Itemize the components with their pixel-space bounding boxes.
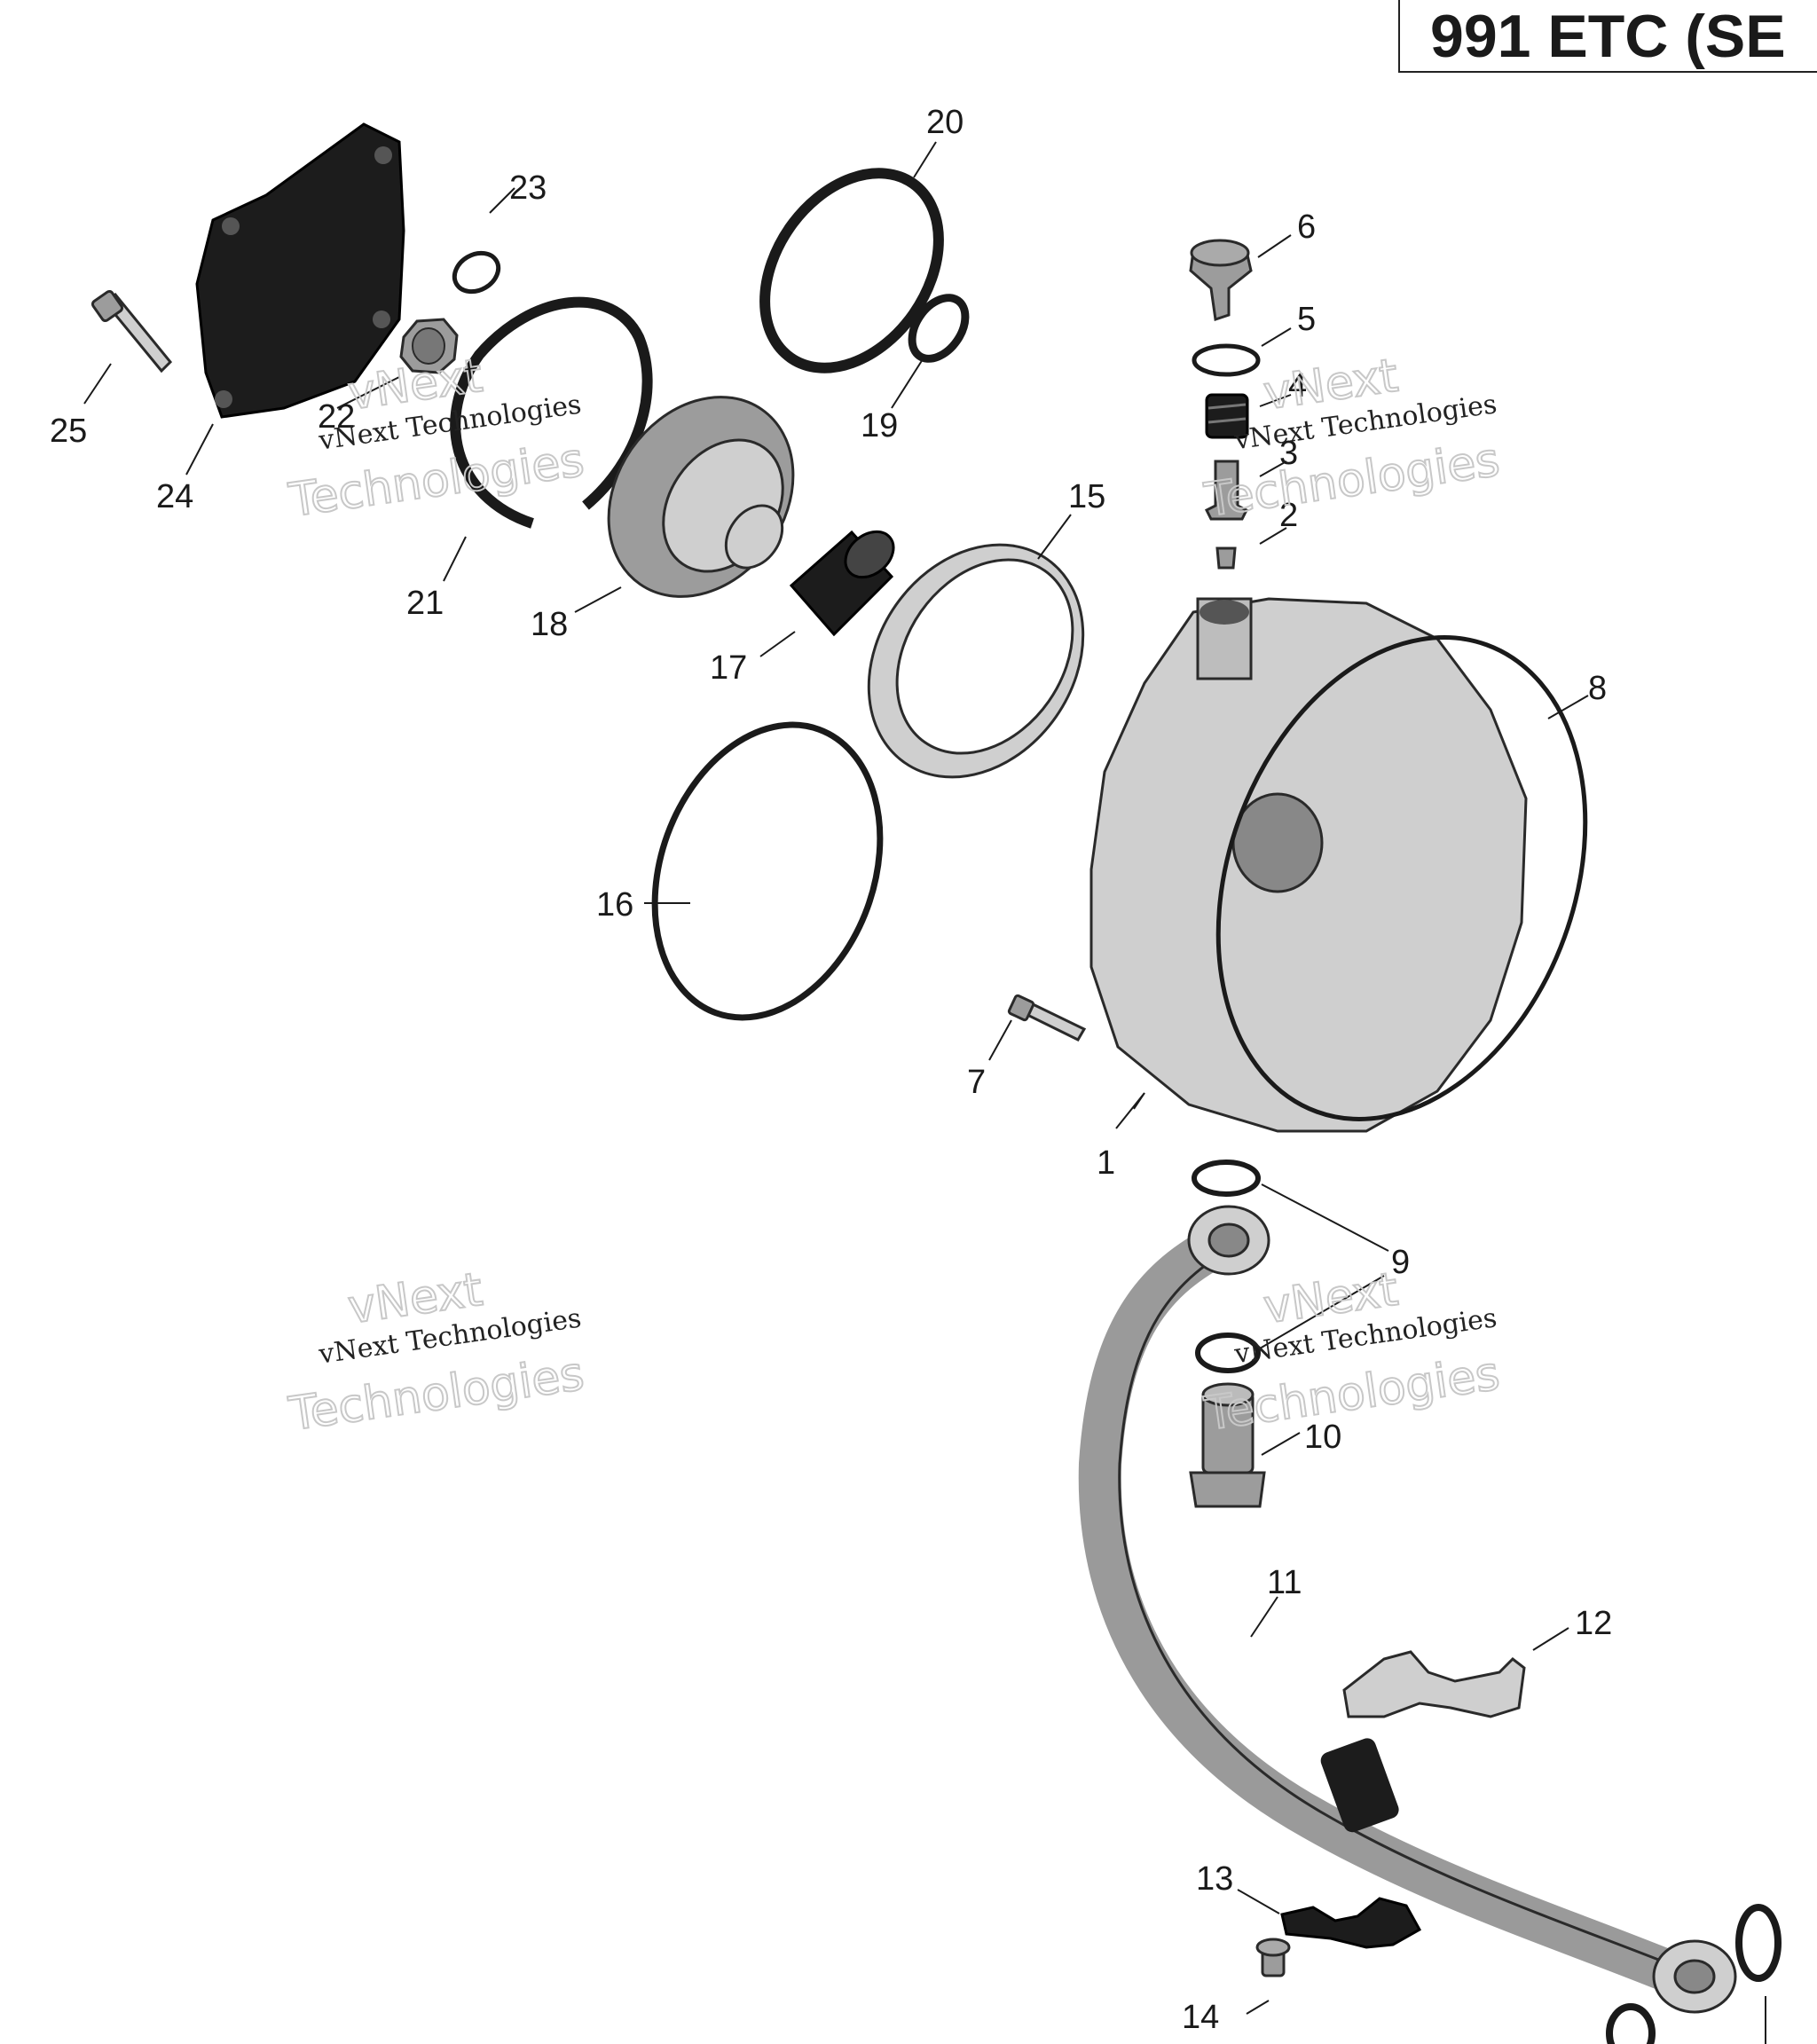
- part-8-gasket: [1215, 635, 1588, 1121]
- callout-20: 20: [926, 104, 964, 141]
- part-4-spring: [1205, 393, 1249, 439]
- part-3-piston: [1204, 460, 1249, 521]
- callout-15: 15: [1068, 478, 1105, 515]
- callout-9: 9: [1391, 1244, 1410, 1281]
- part-7-bolt: [1007, 994, 1087, 1042]
- callout-16: 16: [596, 886, 633, 924]
- part-14-screw: [1255, 1938, 1291, 1977]
- watermark-mid-left: vNext vNext Technologies Technologies: [285, 1262, 588, 1443]
- part-23-o-ring: [452, 250, 501, 295]
- callout-18: 18: [531, 606, 568, 643]
- callout-23: 23: [509, 169, 547, 207]
- callout-17: 17: [710, 649, 747, 687]
- callout-labels: 1 2 3 4 5 6 7 8 9 10 11 12 13 14 15 16 1…: [50, 104, 1612, 2036]
- callout-13: 13: [1196, 1860, 1233, 1898]
- part-11-grommet: [1320, 1738, 1399, 1833]
- callout-5: 5: [1297, 301, 1316, 338]
- part-1-housing: [1089, 597, 1528, 1133]
- part-24-cover: [195, 122, 405, 419]
- part-11-oil-line: [1078, 1221, 1707, 2000]
- callout-12: 12: [1575, 1605, 1612, 1642]
- callout-3: 3: [1279, 435, 1298, 472]
- callout-14: 14: [1182, 1999, 1219, 2036]
- watermark-mid-right: vNext vNext Technologies Technologies: [1200, 1262, 1504, 1443]
- callout-24: 24: [156, 478, 193, 515]
- callout-7: 7: [967, 1064, 986, 1101]
- part-10-banjo-bolt: [1189, 1382, 1266, 1508]
- callout-11: 11: [1267, 1564, 1302, 1601]
- part-15-ring-sleeve: [867, 543, 1085, 779]
- part-16-o-ring: [651, 721, 884, 1021]
- callout-6: 6: [1297, 208, 1316, 246]
- callout-4: 4: [1288, 367, 1307, 405]
- leader-lines: [83, 141, 1766, 2044]
- part-5-washer: [1192, 343, 1261, 377]
- watermark-top-right: vNext vNext Technologies Technologies: [1200, 349, 1504, 529]
- part-25-bolt: [90, 289, 173, 373]
- part-2-jet: [1215, 546, 1237, 570]
- callout-10: 10: [1304, 1419, 1341, 1456]
- callout-8: 8: [1588, 670, 1607, 707]
- title-frame: [1398, 0, 1817, 73]
- part-ring-lower-right-1: [1735, 1904, 1782, 1982]
- callout-19: 19: [861, 407, 898, 444]
- part-9-washer-upper: [1192, 1160, 1261, 1197]
- part-13-clamp: [1280, 1897, 1422, 1949]
- part-22-nut: [399, 318, 459, 374]
- part-17-sleeve: [789, 530, 895, 637]
- callout-25: 25: [50, 413, 87, 450]
- part-18-drum: [607, 396, 795, 598]
- callout-2: 2: [1279, 497, 1298, 534]
- callout-1: 1: [1097, 1144, 1115, 1182]
- part-19-o-ring: [908, 294, 970, 363]
- part-21-snap-ring: [450, 296, 653, 529]
- part-20-o-ring: [759, 168, 944, 373]
- part-9-washer-lower: [1195, 1333, 1261, 1373]
- part-6-plug: [1189, 239, 1253, 321]
- diagram-title: 991 ETC (SE: [1430, 3, 1786, 70]
- callout-21: 21: [406, 585, 444, 622]
- callout-22: 22: [318, 398, 355, 436]
- part-ring-lower-right-2: [1606, 2003, 1656, 2044]
- part-12-bracket: [1342, 1650, 1526, 1718]
